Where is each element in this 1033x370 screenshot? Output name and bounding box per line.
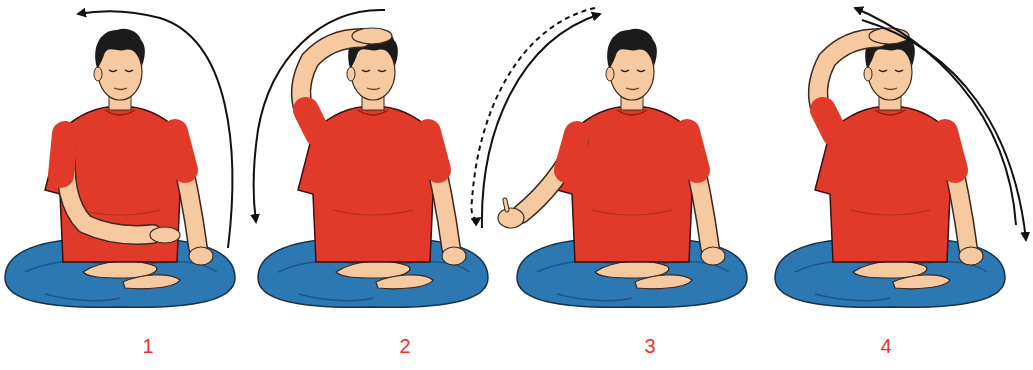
seated-figure	[498, 29, 747, 308]
seated-figure	[5, 29, 235, 308]
motion-arrow	[855, 8, 1016, 225]
figure-body	[775, 29, 1005, 308]
step-number: 4	[880, 334, 891, 358]
seated-figure	[775, 28, 1005, 307]
seated-figure	[258, 28, 488, 307]
motion-arrow	[862, 20, 1026, 240]
step-number: 3	[644, 334, 655, 358]
step-number: 1	[142, 334, 153, 358]
figure-body	[517, 29, 747, 308]
motion-arrow	[78, 11, 232, 248]
return-arrow	[471, 8, 595, 219]
motion-arrow	[482, 14, 600, 228]
figure-body	[258, 29, 488, 308]
motion-arrow	[254, 10, 385, 222]
figure-body	[5, 29, 235, 308]
step-number: 2	[399, 334, 410, 358]
